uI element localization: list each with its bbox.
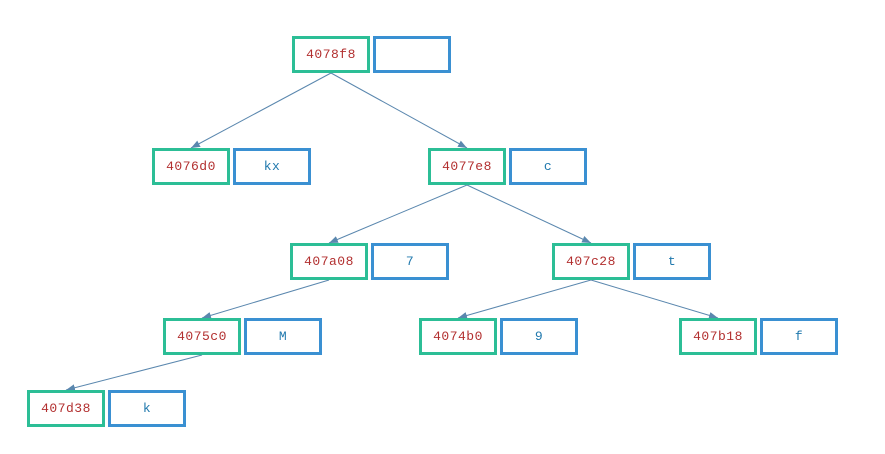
node-address: 4074b0 xyxy=(433,329,483,344)
edge-407c28-407b18 xyxy=(590,279,719,319)
node-address-cell: 4076d0 xyxy=(152,148,230,185)
node-address: 407a08 xyxy=(304,254,354,269)
node-address-cell: 407a08 xyxy=(290,243,368,280)
node-address-cell: 4074b0 xyxy=(419,318,497,355)
node-value-cell: t xyxy=(633,243,711,280)
node-value-cell: c xyxy=(509,148,587,185)
node-value-cell: 9 xyxy=(500,318,578,355)
tree-node-4074b0: 4074b0 9 xyxy=(419,318,578,355)
tree-node-407c28: 407c28 t xyxy=(552,243,711,280)
node-address: 4075c0 xyxy=(177,329,227,344)
node-value: t xyxy=(667,254,677,269)
node-address-cell: 407b18 xyxy=(679,318,757,355)
node-value: M xyxy=(278,329,288,344)
node-address: 407c28 xyxy=(566,254,616,269)
tree-node-4076d0: 4076d0 kx xyxy=(152,148,311,185)
tree-node-407d38: 407d38 k xyxy=(27,390,186,427)
node-value-cell xyxy=(373,36,451,73)
node-value-cell: kx xyxy=(233,148,311,185)
edge-407a08-4075c0 xyxy=(201,279,330,319)
node-value: 7 xyxy=(405,254,415,269)
tree-node-4078f8: 4078f8 xyxy=(292,36,451,73)
node-value-cell: 7 xyxy=(371,243,449,280)
node-value: f xyxy=(794,329,804,344)
node-value: c xyxy=(543,159,553,174)
tree-node-407b18: 407b18 f xyxy=(679,318,838,355)
node-address: 4076d0 xyxy=(166,159,216,174)
tree-node-4075c0: 4075c0 M xyxy=(163,318,322,355)
node-value: 9 xyxy=(534,329,544,344)
node-address: 4078f8 xyxy=(306,47,356,62)
edge-407c28-4074b0 xyxy=(457,279,592,319)
edge-4075c0-407d38 xyxy=(65,354,203,392)
tree-node-407a08: 407a08 7 xyxy=(290,243,449,280)
node-address-cell: 4078f8 xyxy=(292,36,370,73)
edge-4077e8-407c28 xyxy=(466,184,592,244)
node-address-cell: 407c28 xyxy=(552,243,630,280)
node-value: kx xyxy=(263,159,281,174)
node-address: 4077e8 xyxy=(442,159,492,174)
node-value: k xyxy=(142,401,152,416)
edge-4078f8-4076d0 xyxy=(190,72,332,149)
node-value-cell: M xyxy=(244,318,322,355)
node-address: 407d38 xyxy=(41,401,91,416)
node-value-cell: k xyxy=(108,390,186,427)
edge-4078f8-4077e8 xyxy=(330,72,468,149)
node-address-cell: 407d38 xyxy=(27,390,105,427)
tree-node-4077e8: 4077e8 c xyxy=(428,148,587,185)
node-address: 407b18 xyxy=(693,329,743,344)
edge-4077e8-407a08 xyxy=(328,184,468,244)
node-address-cell: 4077e8 xyxy=(428,148,506,185)
node-address-cell: 4075c0 xyxy=(163,318,241,355)
node-value-cell: f xyxy=(760,318,838,355)
